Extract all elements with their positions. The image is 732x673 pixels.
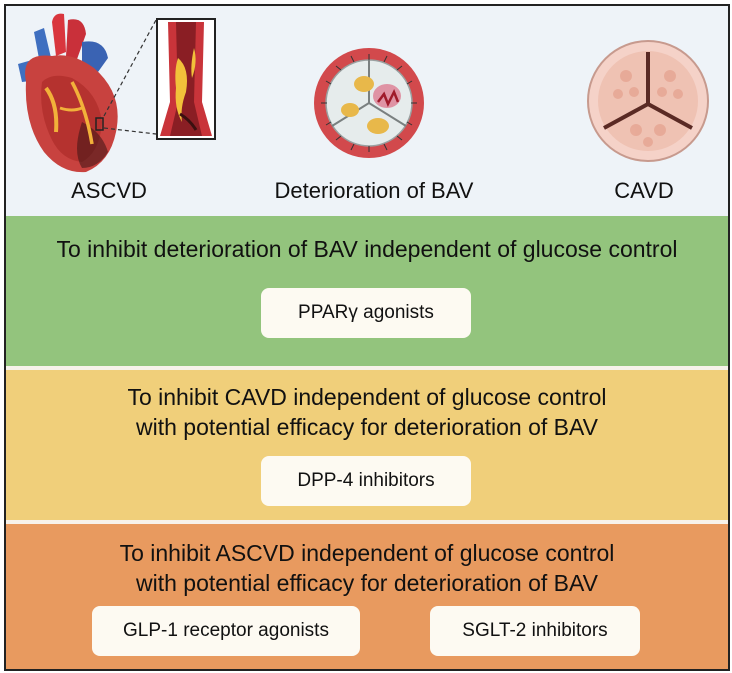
- section-ascvd: To inhibit ASCVD independent of glucose …: [6, 524, 728, 669]
- figure-frame: ASCVD Deterioration of BAV CAVD To inhib…: [4, 4, 730, 671]
- section-ascvd-heading-line2: with potential efficacy for deterioratio…: [136, 570, 598, 596]
- drug-pparg-agonists: PPARγ agonists: [261, 288, 471, 338]
- divider: [6, 520, 728, 524]
- calcified-valve-icon: [587, 40, 709, 162]
- cavd-label: CAVD: [614, 178, 674, 203]
- bav-label: Deterioration of BAV: [274, 178, 474, 203]
- bicuspid-valve-icon: [314, 48, 424, 158]
- heart-icon: [18, 13, 118, 173]
- section-cavd-heading-line1: To inhibit CAVD independent of glucose c…: [127, 384, 607, 410]
- section-bav-heading: To inhibit deterioration of BAV independ…: [56, 236, 678, 262]
- zoom-lines: [103, 19, 157, 135]
- section-cavd-heading-line2: with potential efficacy for deterioratio…: [136, 414, 598, 440]
- drug-glp1-receptor-agonists: GLP-1 receptor agonists: [92, 606, 360, 656]
- artery-plaque-icon: [156, 18, 216, 140]
- ascvd-label: ASCVD: [71, 178, 147, 203]
- drug-sglt2-inhibitors: SGLT-2 inhibitors: [430, 606, 640, 656]
- divider: [6, 366, 728, 370]
- section-bav: To inhibit deterioration of BAV independ…: [6, 216, 728, 366]
- illustration-panel: ASCVD Deterioration of BAV CAVD: [6, 6, 728, 216]
- section-ascvd-heading-line1: To inhibit ASCVD independent of glucose …: [119, 540, 615, 566]
- section-cavd: To inhibit CAVD independent of glucose c…: [6, 370, 728, 520]
- drug-dpp4-inhibitors: DPP-4 inhibitors: [261, 456, 471, 506]
